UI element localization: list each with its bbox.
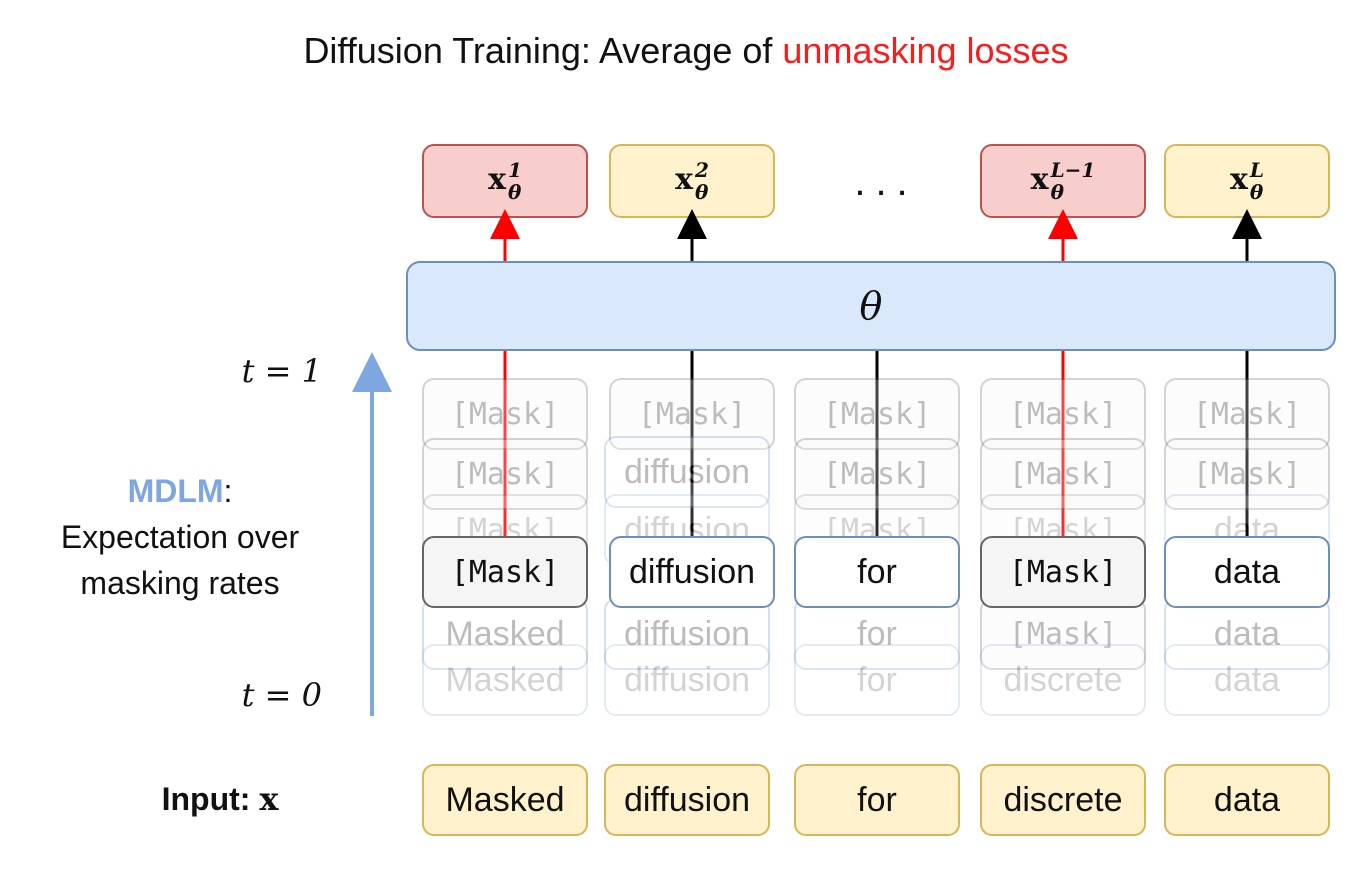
ghost-5-token-2: diffusion <box>604 644 770 716</box>
current-token-4: [Mask] <box>980 536 1146 608</box>
output-2-sub: θ <box>694 180 709 204</box>
output-1-sup: 1 <box>507 158 522 182</box>
output-1-base: x <box>488 162 506 197</box>
output-3-sup: L−1 <box>1050 158 1096 182</box>
current-token-2: diffusion <box>609 536 775 608</box>
ghost-2-token-5: [Mask] <box>1164 438 1330 510</box>
ghost-5-token-5: data <box>1164 644 1330 716</box>
title-highlight: unmasking losses <box>782 30 1069 71</box>
ghost-2-token-4: [Mask] <box>980 438 1146 510</box>
ghost-4-token-4: [Mask] <box>980 598 1146 670</box>
input-label-var: x <box>259 780 279 818</box>
ghost-1-token-1: [Mask] <box>422 378 588 450</box>
output-3-sub: θ <box>1050 180 1064 204</box>
output-2-base: x <box>675 162 693 197</box>
ghost-1-token-2: [Mask] <box>609 378 775 450</box>
ghost-1-token-3: [Mask] <box>794 378 960 450</box>
input-label: Input: x <box>120 780 320 818</box>
ghost-2-token-2: diffusion <box>604 436 770 508</box>
ghost-2-token-3: [Mask] <box>794 438 960 510</box>
output-4-sup: L <box>1249 158 1264 182</box>
input-token-2: diffusion <box>604 764 770 836</box>
model-theta-box: θ <box>406 261 1336 351</box>
ghost-4-token-3: for <box>794 598 960 670</box>
mdlm-line1: Expectation over <box>60 519 300 555</box>
mdlm-name: MDLM <box>127 473 224 509</box>
output-1-sub: θ <box>507 180 522 204</box>
output-4-base: x <box>1230 162 1248 197</box>
ellipsis: ... <box>854 160 918 204</box>
title-prefix: Diffusion Training: Average of <box>303 30 783 71</box>
ghost-5-token-1: Masked <box>422 644 588 716</box>
current-token-5: data <box>1164 536 1330 608</box>
input-token-5: data <box>1164 764 1330 836</box>
ghost-5-token-3: for <box>794 644 960 716</box>
t-top-label: t = 1 <box>241 352 322 390</box>
mdlm-caption: MDLM: Expectation over masking rates <box>20 468 340 606</box>
current-token-1: [Mask] <box>422 536 588 608</box>
output-2-sup: 2 <box>694 158 709 182</box>
current-token-3: for <box>794 536 960 608</box>
ghost-5-token-4: discrete <box>980 644 1146 716</box>
ghost-4-token-2: diffusion <box>604 598 770 670</box>
input-label-text: Input: <box>161 781 260 817</box>
input-token-1: Masked <box>422 764 588 836</box>
ghost-1-token-5: [Mask] <box>1164 378 1330 450</box>
input-token-4: discrete <box>980 764 1146 836</box>
ghost-2-token-1: [Mask] <box>422 438 588 510</box>
ghost-4-token-1: Masked <box>422 598 588 670</box>
output-4-sub: θ <box>1249 180 1264 204</box>
t-bottom-label: t = 0 <box>241 676 322 714</box>
diagram-title: Diffusion Training: Average of unmasking… <box>0 30 1372 72</box>
output-3-base: x <box>1030 162 1049 197</box>
input-token-3: for <box>794 764 960 836</box>
mdlm-line2: masking rates <box>80 565 280 601</box>
ghost-4-token-5: data <box>1164 598 1330 670</box>
ghost-1-token-4: [Mask] <box>980 378 1146 450</box>
mdlm-colon: : <box>223 473 233 509</box>
